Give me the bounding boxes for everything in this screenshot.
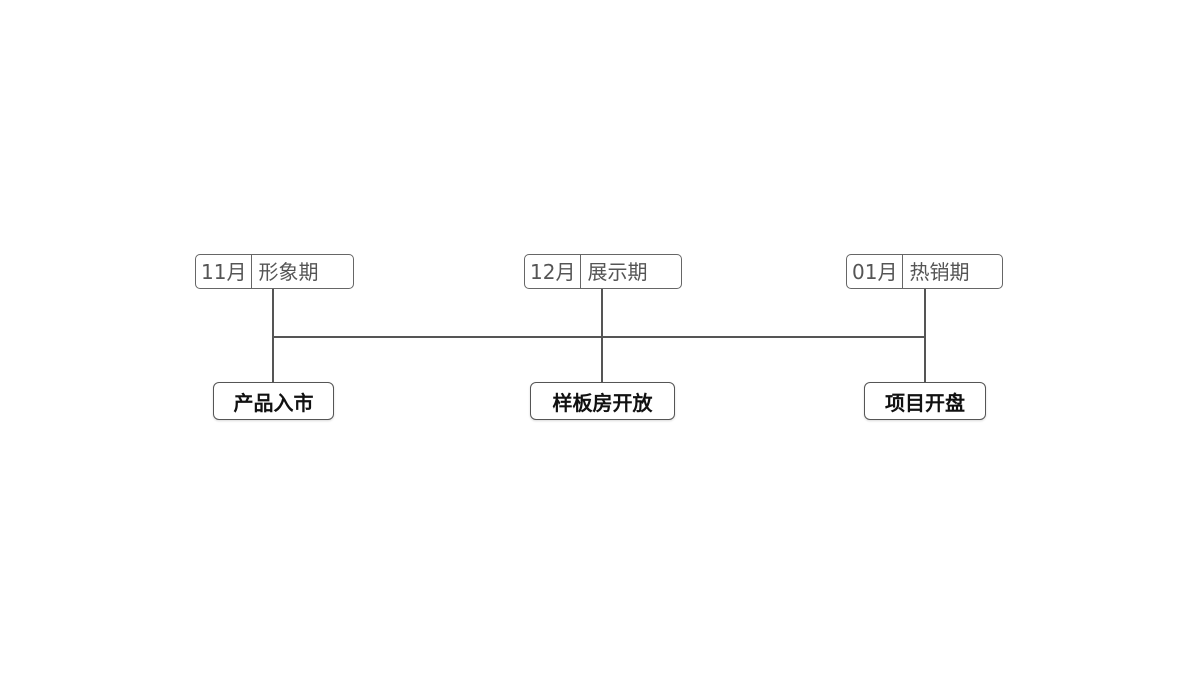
milestone-phase: 形象期 [258, 259, 319, 284]
milestone-tag-2: 12月 展示期 [524, 254, 682, 289]
milestone-month: 12月 [525, 255, 582, 288]
timeline-axis [273, 336, 925, 338]
milestone-connector-2 [601, 288, 603, 386]
milestone-month: 01月 [847, 255, 904, 288]
milestone-tag-3: 01月 热销期 [846, 254, 1003, 289]
milestone-month: 11月 [196, 255, 253, 288]
milestone-connector-1 [272, 288, 274, 386]
milestone-tag-1: 11月 形象期 [195, 254, 354, 289]
milestone-event-1: 产品入市 [213, 382, 334, 420]
milestone-event-2: 样板房开放 [530, 382, 675, 420]
milestone-event-3: 项目开盘 [864, 382, 986, 420]
milestone-phase: 热销期 [909, 259, 970, 284]
milestone-phase: 展示期 [587, 259, 648, 284]
milestone-connector-3 [924, 288, 926, 386]
